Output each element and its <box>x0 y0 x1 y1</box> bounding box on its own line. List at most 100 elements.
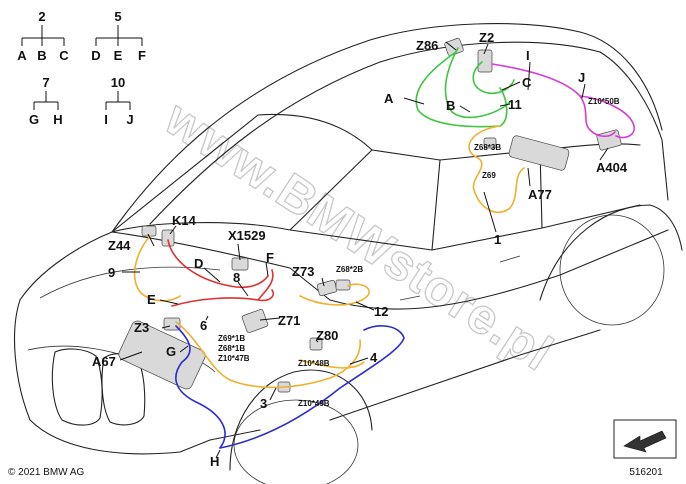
tree-2-child-a: A <box>17 48 27 63</box>
label-x1529: X1529 <box>228 228 266 243</box>
label-9: 9 <box>108 265 115 280</box>
rear-wheel <box>559 214 665 326</box>
label-z3: Z3 <box>134 320 149 335</box>
image-number: 516201 <box>629 467 663 478</box>
label-z68-2b: Z68*2B <box>336 265 363 274</box>
tree-10: 10 I J <box>104 75 133 127</box>
tree-7-child-g: G <box>29 112 39 127</box>
label-f: F <box>266 250 274 265</box>
component-z68-2b <box>335 279 351 291</box>
tree-7-child-h: H <box>53 112 62 127</box>
harness-orange-main <box>175 321 361 389</box>
label-z44: Z44 <box>108 238 131 253</box>
hood-outline <box>19 231 331 301</box>
harness-red-f <box>257 269 274 301</box>
label-z10-50b: Z10*50B <box>588 97 620 106</box>
component-z44 <box>141 225 157 237</box>
label-z10-49b: Z10*49B <box>298 399 330 408</box>
label-i: I <box>526 48 530 63</box>
component-a77 <box>508 135 570 171</box>
harness-red-d <box>167 239 269 289</box>
copyright-text: © 2021 BMW AG <box>8 467 85 478</box>
label-z71: Z71 <box>278 313 300 328</box>
label-z80: Z80 <box>316 328 338 343</box>
front-wheel-arch <box>229 369 373 471</box>
harness-magenta-i <box>491 63 616 138</box>
rear-wheel-arch <box>539 204 683 301</box>
front-fascia <box>14 299 211 455</box>
label-z2: Z2 <box>479 30 494 45</box>
component-z68-3b <box>483 137 497 149</box>
leader-lines <box>119 41 609 459</box>
component-k14 <box>161 229 175 247</box>
tree-2-child-b: B <box>37 48 46 63</box>
harness-magenta-j <box>579 95 635 139</box>
label-z73: Z73 <box>292 264 314 279</box>
label-z69: Z69 <box>482 171 496 180</box>
legend-trees: 2 A B C 5 D E F 7 G H 10 I J <box>17 9 146 127</box>
label-z68-1b: Z68*1B <box>218 344 245 353</box>
component-a67 <box>118 320 206 390</box>
kidney-grille-left <box>51 348 103 426</box>
label-z69-1b: Z69*1B <box>218 334 245 343</box>
tree-2: 2 A B C <box>17 9 69 63</box>
label-a77: A77 <box>528 187 552 202</box>
tree-10-child-j: J <box>126 112 133 127</box>
harness-orange-rear <box>468 125 525 214</box>
harness-orange-4 <box>299 359 365 369</box>
label-11: 11 <box>508 97 522 112</box>
label-z10-48b: Z10*48B <box>298 359 330 368</box>
label-g: G <box>166 344 176 359</box>
label-j: J <box>578 70 585 85</box>
label-6: 6 <box>200 318 207 333</box>
tree-5-parent: 5 <box>114 9 121 24</box>
tree-5-child-e: E <box>114 48 123 63</box>
harness-orange-front <box>133 235 181 302</box>
label-k14: K14 <box>172 213 197 228</box>
side-window-bottom <box>289 204 641 251</box>
harness-green-a <box>415 51 508 128</box>
harness-blue-h <box>219 325 405 449</box>
side-window-pillar <box>431 149 543 251</box>
label-3: 3 <box>260 396 267 411</box>
rear-hatch <box>599 51 669 201</box>
tree-10-parent: 10 <box>111 75 125 90</box>
component-a404 <box>596 129 622 151</box>
tree-5-child-f: F <box>138 48 146 63</box>
arrow-direction-icon <box>613 419 677 459</box>
label-8: 8 <box>233 270 240 285</box>
tree-5: 5 D E F <box>91 9 146 63</box>
label-a67: A67 <box>92 354 116 369</box>
label-a404: A404 <box>596 160 628 175</box>
tree-5-child-d: D <box>91 48 100 63</box>
wiring-harnesses <box>133 47 635 449</box>
tree-10-child-i: I <box>104 112 108 127</box>
components <box>118 37 622 393</box>
tree-7-parent: 7 <box>42 75 49 90</box>
label-z68-3b: Z68*3B <box>474 143 501 152</box>
label-d: D <box>194 256 203 271</box>
tree-2-parent: 2 <box>38 9 45 24</box>
label-4: 4 <box>370 350 378 365</box>
component-z2 <box>477 49 493 73</box>
label-b: B <box>446 98 455 113</box>
label-e: E <box>147 292 156 307</box>
watermark: www.BMWstore.pl <box>155 89 563 381</box>
side-sill <box>329 329 601 421</box>
front-wheel <box>233 399 359 484</box>
label-z10-47b: Z10*47B <box>218 354 250 363</box>
component-z73 <box>316 279 338 297</box>
component-z86 <box>444 37 464 57</box>
harness-blue-g <box>175 325 226 449</box>
label-1: 1 <box>494 232 501 247</box>
label-12: 12 <box>374 304 388 319</box>
label-h: H <box>210 454 219 469</box>
label-a: A <box>384 91 394 106</box>
labels: Z86 Z2 A C I J B 11 Z10*50B Z68*3B Z69 A… <box>92 30 628 469</box>
harness-orange-12 <box>299 283 370 306</box>
roof-outline <box>111 23 663 233</box>
tree-7: 7 G H <box>29 75 63 127</box>
tree-2-child-c: C <box>59 48 69 63</box>
harness-green-b <box>444 47 511 119</box>
